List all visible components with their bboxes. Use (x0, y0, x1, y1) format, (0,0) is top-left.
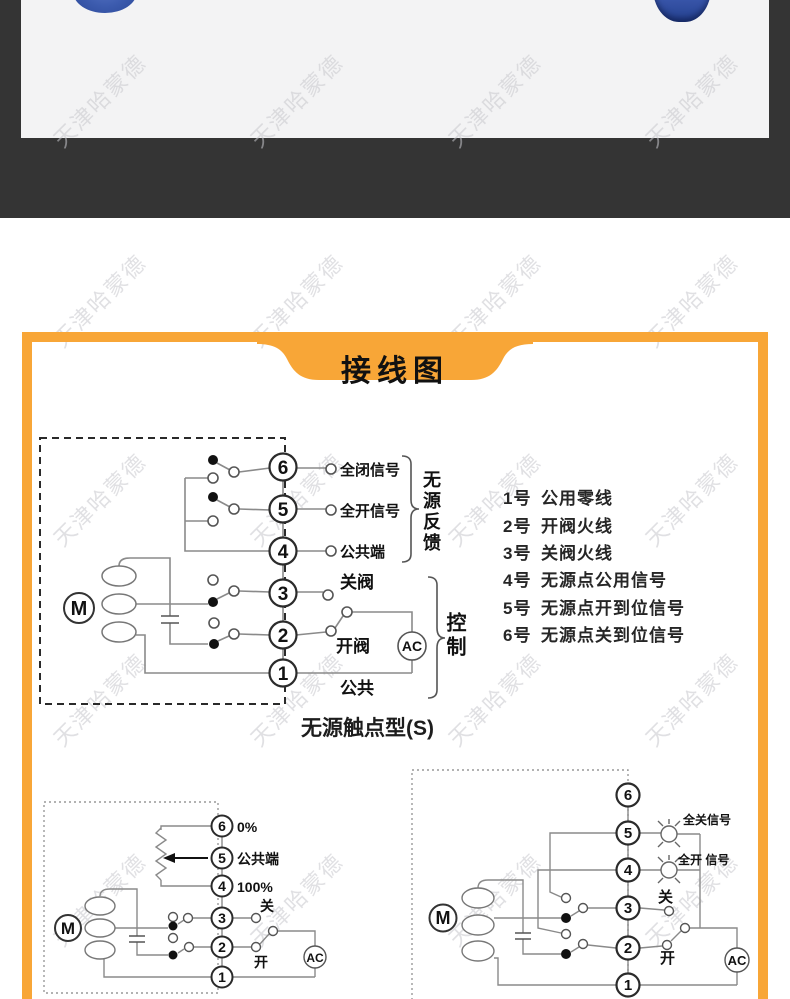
terminal-number: 1 (624, 977, 632, 994)
terminal-number: 4 (278, 542, 289, 563)
dark-separator-band (0, 138, 790, 218)
motor-label: M (71, 598, 88, 620)
ac-label: AC (306, 951, 324, 965)
label-open: 开 (660, 950, 675, 967)
ac-label: AC (728, 953, 747, 968)
legend-num: 6号 (503, 626, 532, 646)
legend-num: 2号 (503, 516, 532, 536)
label-common-terminal: 公共端 (237, 851, 279, 867)
label-full-open-signal: 全开信号 (339, 502, 400, 520)
motor-symbol: M (63, 592, 95, 624)
label-passive-feedback: 无源反馈 (421, 470, 441, 554)
lamp-wiring-diagram: M AC 6 5 4 3 2 1 全关信号 全开 信号 关 开 (411, 769, 750, 999)
terminal-number: 5 (218, 850, 226, 866)
ac-symbol: AC (724, 947, 750, 973)
label-control: 控制 (443, 611, 466, 660)
product-photo-panel (21, 0, 769, 138)
motor-label: M (436, 908, 451, 928)
lamp-icon (657, 855, 681, 884)
legend-name: 无源点公用信号 (541, 571, 667, 591)
motor-label: M (61, 919, 75, 938)
label-open-valve: 开阀 (336, 636, 370, 656)
legend-num: 4号 (503, 571, 532, 591)
terminal-number: 6 (278, 458, 289, 479)
legend-num: 1号 (503, 489, 532, 509)
label-full-close-signal: 全闭信号 (339, 461, 400, 479)
legend-row: 3号 关阀火线 (503, 538, 685, 565)
motor-symbol: M (54, 914, 82, 942)
legend-row: 5号 无源点开到位信号 (503, 593, 685, 620)
legend: 1号 公用零线 2号 开阀火线 3号 关阀火线 4号 无源点公用信号 5号 无源… (503, 483, 685, 647)
legend-num: 5号 (503, 598, 532, 618)
terminal-column: 6 5 4 3 2 1 (268, 452, 298, 688)
label-open: 开 (254, 954, 268, 970)
ac-symbol: AC (397, 631, 427, 661)
legend-name: 无源点关到位信号 (541, 626, 685, 646)
label-common: 公共 (340, 679, 374, 698)
terminal-number: 5 (624, 825, 632, 842)
terminal-number: 4 (624, 862, 633, 879)
main-wiring-diagram: M AC 6 5 4 3 2 1 全闭信号 全开信号 公共端 (39, 437, 466, 705)
wiring-diagram-frame (22, 332, 768, 999)
label-full-close-signal: 全关信号 (682, 812, 731, 827)
left-dark-strip (0, 0, 21, 138)
right-dark-strip (769, 0, 790, 138)
legend-num: 3号 (503, 543, 532, 563)
potentiometer-wiring-diagram: M AC 6 5 4 3 2 1 0% 公共端 100% 关 开 (43, 801, 327, 994)
legend-name: 关阀火线 (541, 543, 613, 563)
terminal-number: 2 (218, 939, 226, 955)
label-common-terminal: 公共端 (340, 543, 385, 561)
motor-symbol: M (428, 903, 458, 933)
blue-actuator-bottom-right (653, 0, 711, 22)
ac-label: AC (402, 638, 422, 654)
legend-name: 公用零线 (541, 489, 613, 509)
label-zero-percent: 0% (237, 819, 258, 835)
terminal-number: 4 (218, 878, 226, 894)
terminal-number: 2 (624, 940, 632, 957)
terminal-number: 2 (278, 626, 289, 647)
terminal-number: 1 (218, 969, 226, 985)
ac-symbol: AC (303, 945, 327, 969)
legend-row: 4号 无源点公用信号 (503, 565, 685, 592)
page-title: 接线图 (341, 355, 449, 388)
legend-row: 2号 开阀火线 (503, 510, 685, 537)
legend-row: 6号 无源点关到位信号 (503, 620, 685, 647)
terminal-number: 6 (624, 787, 632, 804)
terminal-number: 3 (278, 584, 289, 605)
blue-actuator-bottom-left (73, 0, 137, 13)
terminal-number: 3 (624, 900, 632, 917)
label-close: 关 (658, 888, 673, 906)
banner-ribbon (257, 342, 533, 380)
switch-contacts (207, 455, 353, 649)
label-close: 关 (260, 898, 274, 914)
label-hundred-percent: 100% (237, 879, 273, 895)
label-full-open-signal: 全开 信号 (677, 852, 729, 867)
terminal-number: 6 (218, 818, 226, 834)
terminal-number: 1 (278, 664, 289, 685)
legend-name: 开阀火线 (541, 516, 613, 536)
label-close-valve: 关阀 (340, 572, 374, 592)
legend-row: 1号 公用零线 (503, 483, 685, 510)
legend-name: 无源点开到位信号 (541, 598, 685, 618)
terminal-number: 5 (278, 500, 289, 521)
terminal-number: 3 (218, 910, 226, 926)
lamp-icon (657, 819, 681, 848)
diagram-caption: 无源触点型(S) (301, 717, 434, 740)
